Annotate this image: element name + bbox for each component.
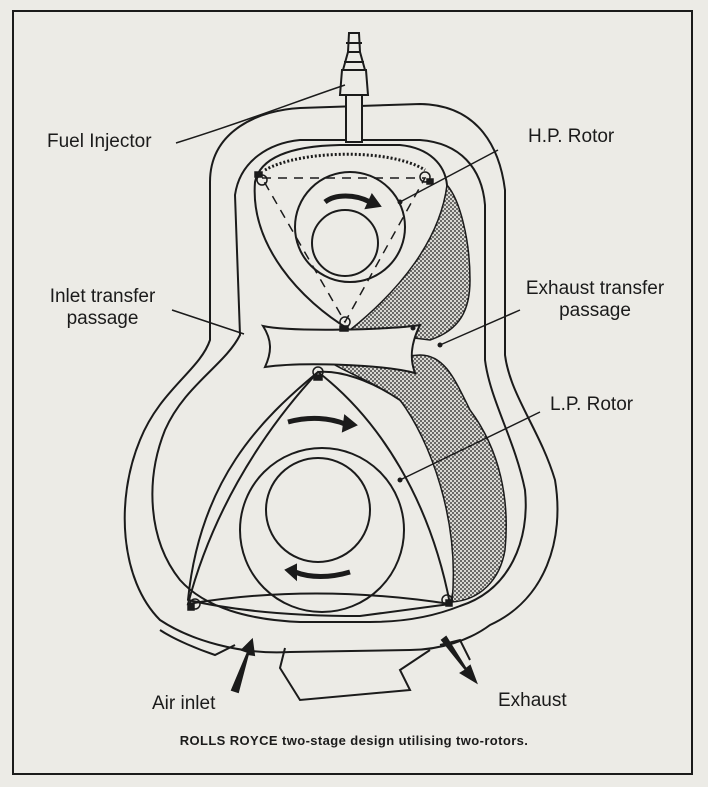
apex-seals	[187, 171, 453, 611]
combustion-recess	[264, 152, 426, 172]
label-exhaust-transfer-line2: passage	[559, 300, 631, 321]
label-air-inlet: Air inlet	[152, 693, 216, 714]
label-lp-rotor: L.P. Rotor	[550, 394, 634, 415]
rotation-arrows	[284, 193, 382, 582]
lp-eccentric-outer	[239, 447, 405, 613]
leader-lines	[171, 84, 541, 481]
hp-rotor-outline	[260, 177, 427, 324]
label-exhaust-transfer: Exhaust transfer passage	[505, 278, 685, 322]
lp-rotor	[186, 370, 452, 606]
outer-casing	[123, 103, 559, 654]
figure-caption: ROLLS ROYCE two-stage design utilising t…	[179, 733, 529, 748]
transfer-bridge	[260, 323, 422, 375]
label-inlet-transfer-line2: passage	[66, 308, 139, 329]
hp-eccentric-inner	[311, 209, 379, 277]
label-exhaust: Exhaust	[498, 690, 567, 711]
hp-exhaust-region	[348, 183, 471, 341]
hp-eccentric-outer	[294, 171, 406, 283]
label-exhaust-transfer-line1: Exhaust transfer	[525, 278, 665, 299]
air-inlet-arrow	[230, 637, 256, 694]
figure-frame	[12, 10, 693, 775]
inner-casing	[151, 139, 527, 623]
exhaust-transfer-region	[327, 354, 507, 603]
label-inlet-transfer-line1: Inlet transfer	[49, 286, 156, 307]
exhaust-arrow	[440, 635, 478, 685]
lp-eccentric-inner	[265, 457, 371, 563]
label-inlet-transfer: Inlet transfer passage	[25, 286, 180, 330]
label-fuel-injector: Fuel Injector	[47, 131, 152, 152]
label-hp-rotor: H.P. Rotor	[528, 126, 615, 147]
fuel-injector-body	[338, 32, 370, 143]
